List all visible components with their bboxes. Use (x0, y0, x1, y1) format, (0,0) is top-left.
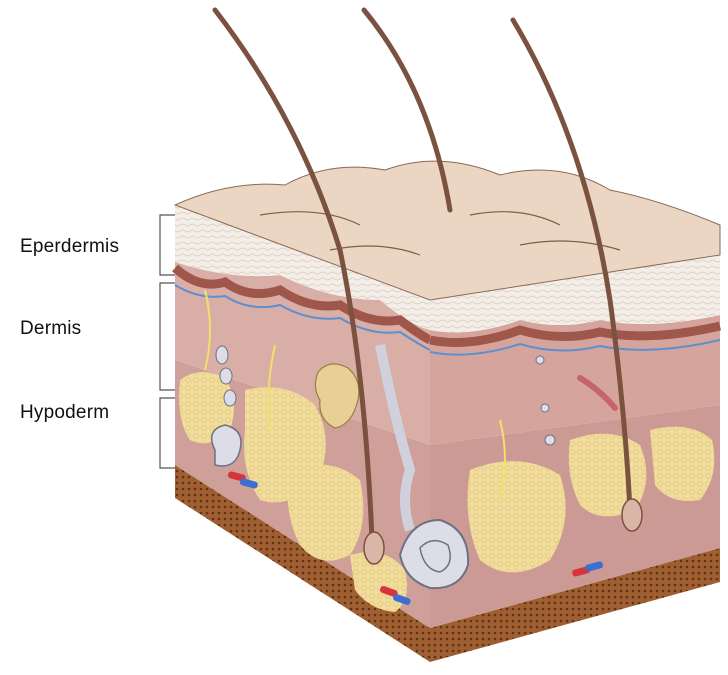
layer-brackets (160, 215, 175, 468)
label-hypoderm: Hypoderm (20, 402, 109, 424)
label-dermis: Dermis (20, 318, 81, 340)
label-epidermis: Eperdermis (20, 236, 119, 258)
